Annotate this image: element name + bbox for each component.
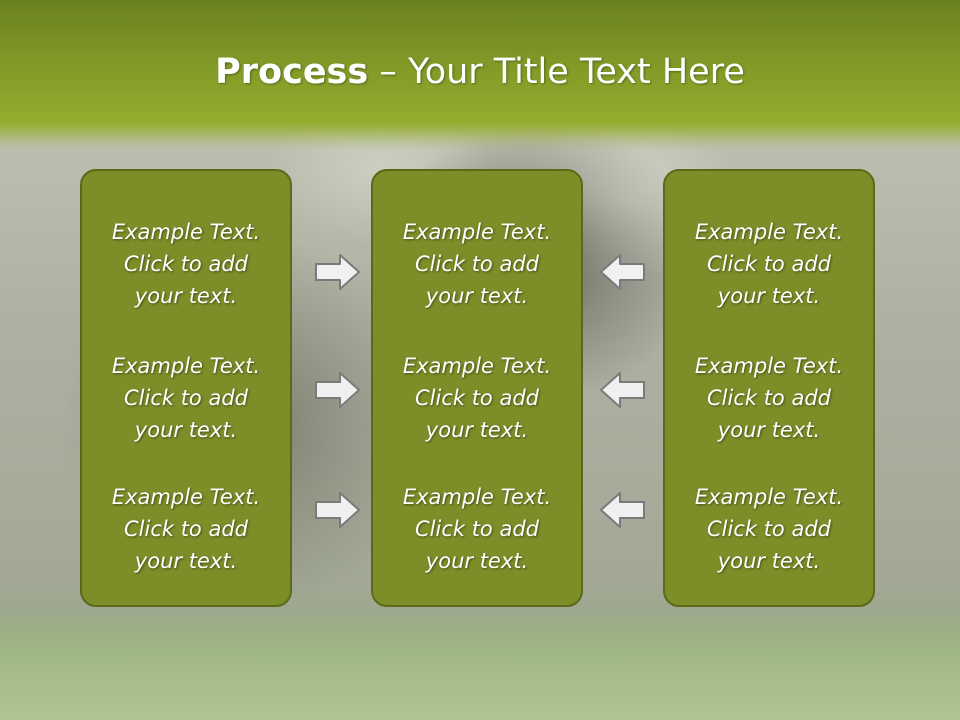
text-line: Example Text.: [402, 485, 552, 509]
text-line: Click to add: [706, 252, 831, 276]
text-line: your text.: [717, 284, 821, 308]
slide-title[interactable]: Process – Your Title Text Here: [0, 52, 960, 92]
panel-right[interactable]: Example Text. Click to add your text. Ex…: [663, 169, 875, 607]
title-bold: Process: [215, 52, 369, 92]
text-line: your text.: [134, 549, 238, 573]
text-line: your text.: [134, 418, 238, 442]
text-line: Click to add: [414, 386, 539, 410]
text-block[interactable]: Example Text. Click to add your text.: [373, 481, 581, 577]
arrow-left-icon: [600, 492, 645, 528]
text-line: Click to add: [414, 517, 539, 541]
text-block[interactable]: Example Text. Click to add your text.: [82, 481, 290, 577]
panel-middle[interactable]: Example Text. Click to add your text. Ex…: [371, 169, 583, 607]
text-line: Click to add: [123, 252, 248, 276]
text-line: Click to add: [414, 252, 539, 276]
text-line: Click to add: [123, 386, 248, 410]
text-line: your text.: [425, 284, 529, 308]
text-block[interactable]: Example Text. Click to add your text.: [665, 350, 873, 446]
text-line: Click to add: [123, 517, 248, 541]
header-band: [0, 0, 960, 150]
arrow-left-icon: [600, 372, 645, 408]
text-line: Example Text.: [694, 220, 844, 244]
text-block[interactable]: Example Text. Click to add your text.: [373, 216, 581, 312]
text-block[interactable]: Example Text. Click to add your text.: [665, 481, 873, 577]
text-block[interactable]: Example Text. Click to add your text.: [82, 350, 290, 446]
title-rest: – Your Title Text Here: [368, 52, 745, 92]
text-block[interactable]: Example Text. Click to add your text.: [82, 216, 290, 312]
text-line: your text.: [134, 284, 238, 308]
text-line: your text.: [425, 418, 529, 442]
text-line: Example Text.: [111, 354, 261, 378]
text-line: Click to add: [706, 517, 831, 541]
text-block[interactable]: Example Text. Click to add your text.: [373, 350, 581, 446]
text-line: Example Text.: [402, 354, 552, 378]
text-line: your text.: [717, 418, 821, 442]
panel-left[interactable]: Example Text. Click to add your text. Ex…: [80, 169, 292, 607]
text-line: Example Text.: [111, 485, 261, 509]
text-line: Example Text.: [694, 485, 844, 509]
background-grass: [0, 610, 960, 720]
arrow-right-icon: [315, 372, 360, 408]
arrow-right-icon: [315, 254, 360, 290]
arrow-right-icon: [315, 492, 360, 528]
text-line: Example Text.: [402, 220, 552, 244]
text-block[interactable]: Example Text. Click to add your text.: [665, 216, 873, 312]
arrow-left-icon: [600, 254, 645, 290]
text-line: your text.: [425, 549, 529, 573]
text-line: Example Text.: [694, 354, 844, 378]
text-line: your text.: [717, 549, 821, 573]
text-line: Click to add: [706, 386, 831, 410]
text-line: Example Text.: [111, 220, 261, 244]
